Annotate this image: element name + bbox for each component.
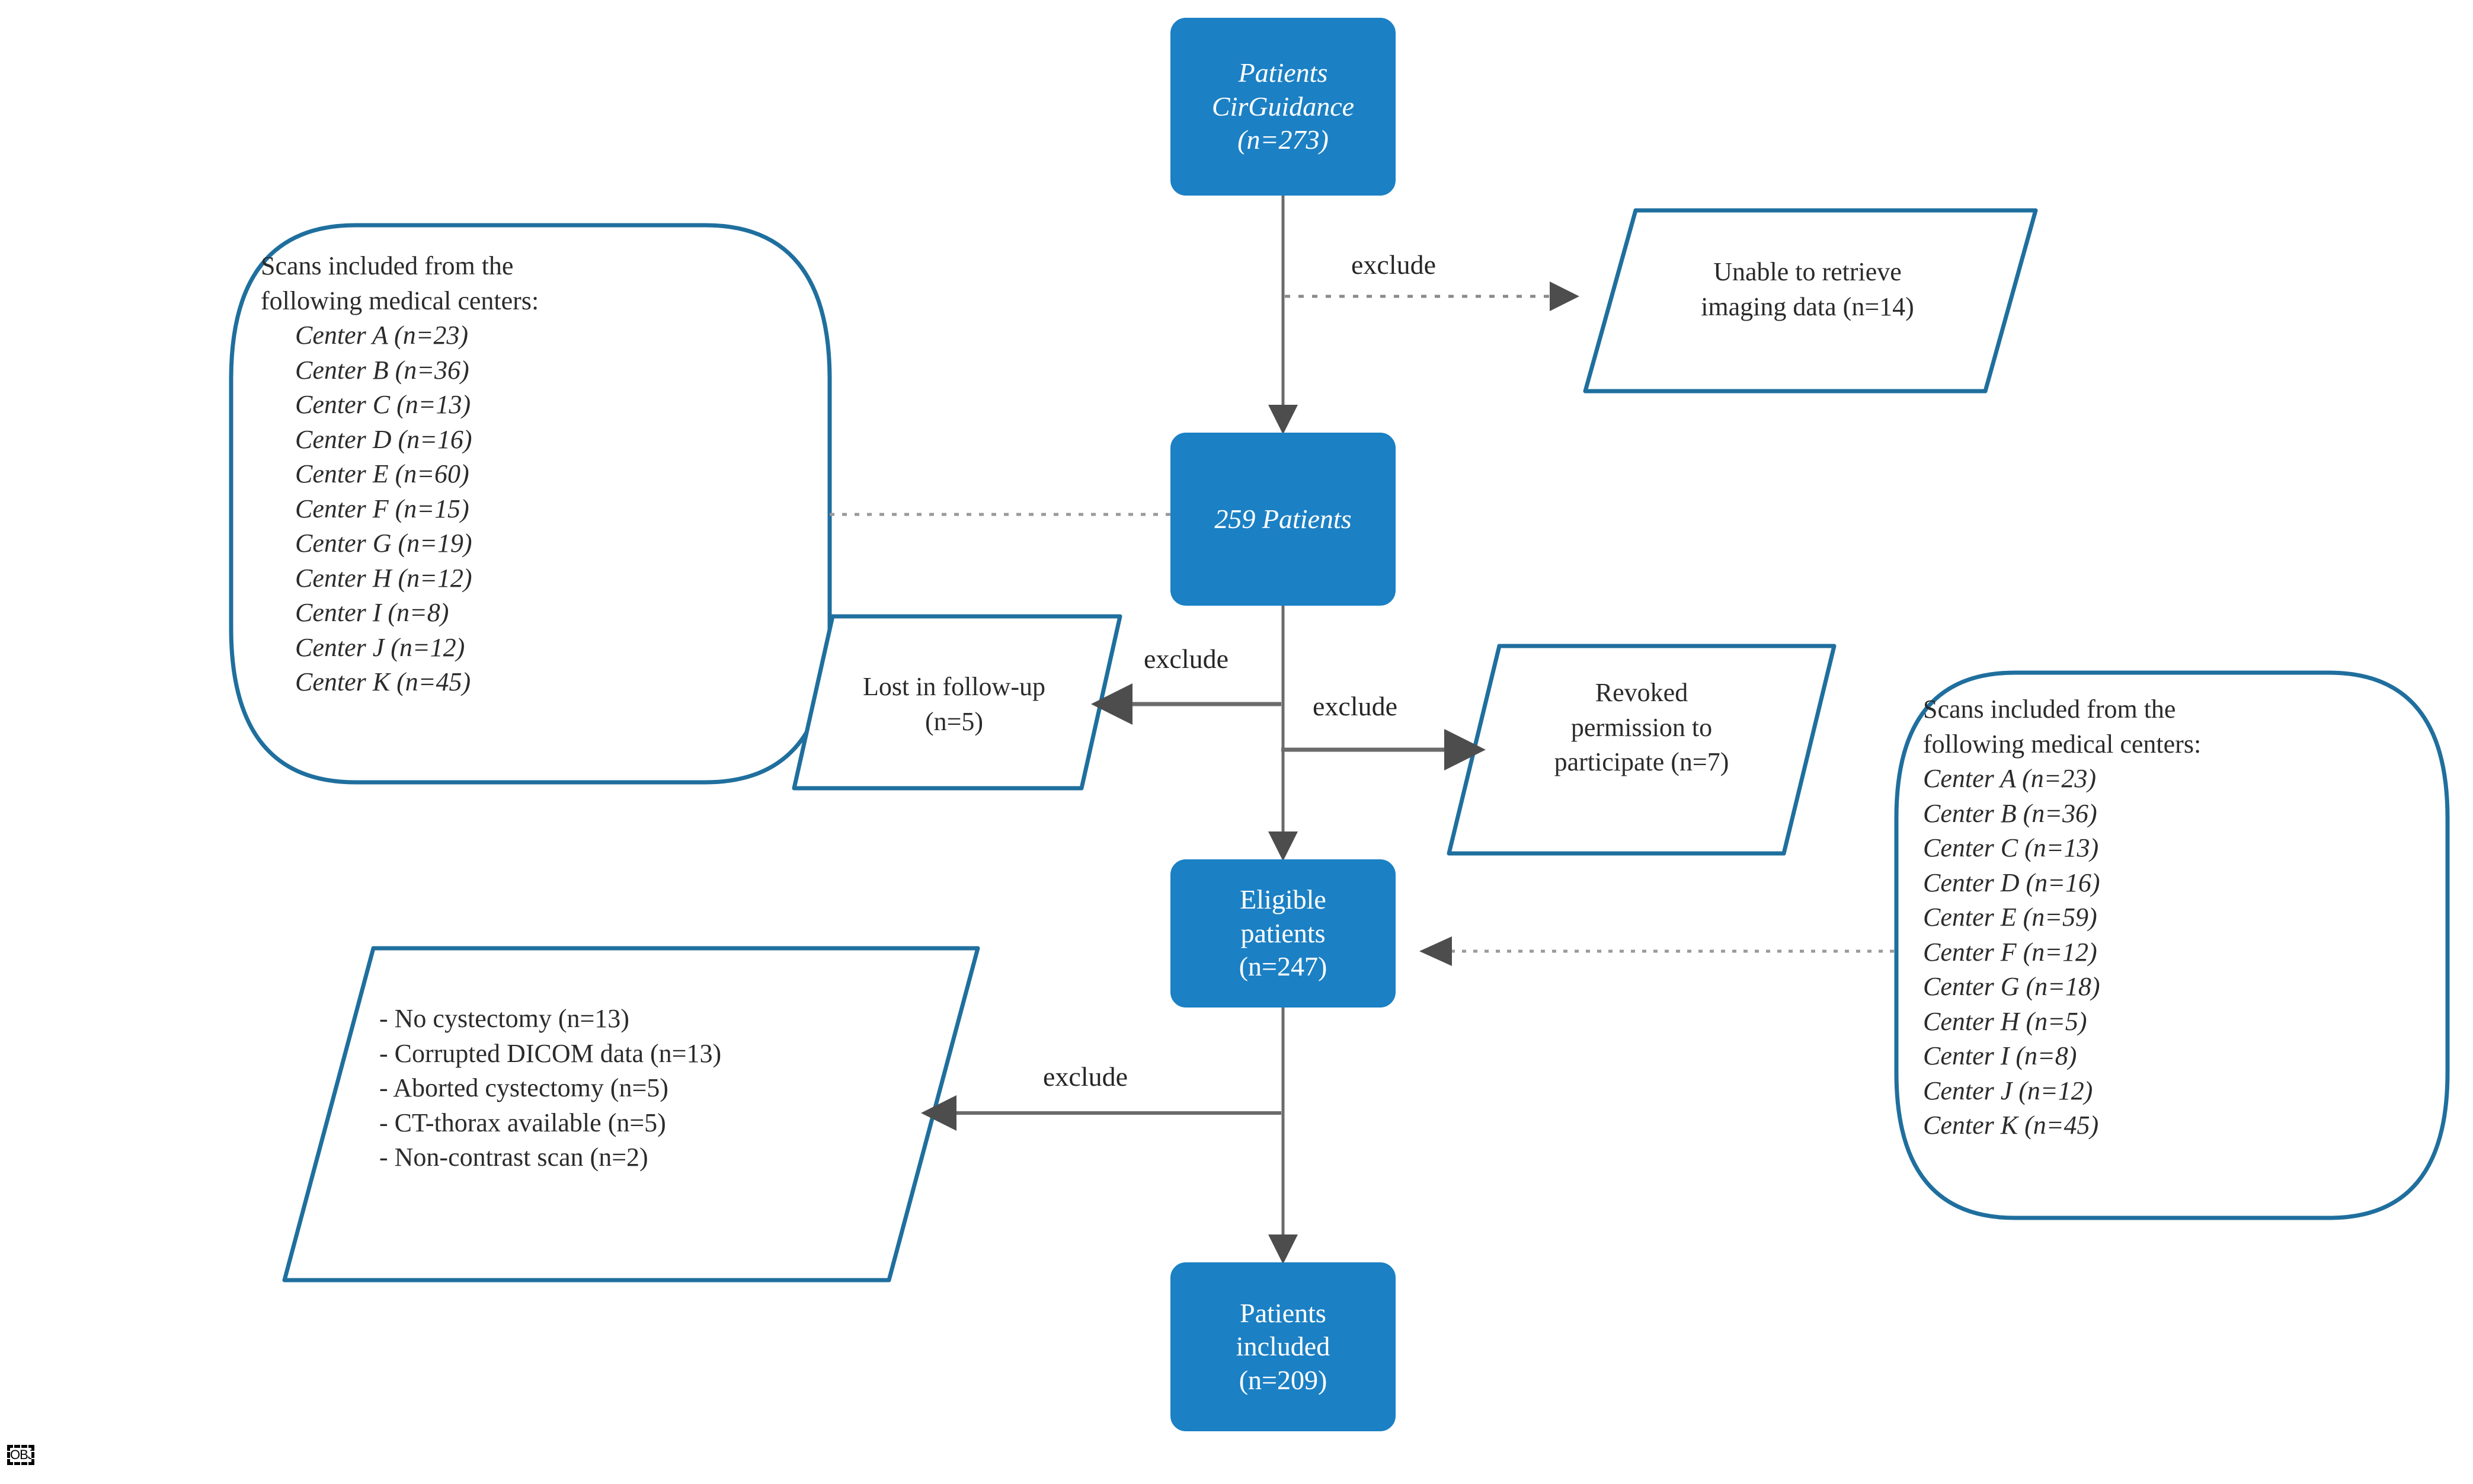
eligible-line2: patients	[1240, 917, 1326, 948]
excluded-reason-item: - CT-thorax available (n=5)	[379, 1108, 666, 1137]
right-center-row: Center K (n=45)	[1923, 1111, 2099, 1140]
right-center-row: Center G (n=18)	[1923, 972, 2100, 1002]
unable-retrieve-shape	[1583, 208, 2038, 394]
unable-retrieve-line1: Unable to retrieve	[1713, 257, 1902, 286]
revoked-line1: Revoked	[1595, 678, 1688, 707]
right-centers-heading-1: Scans included from the	[1923, 695, 2176, 724]
right-center-row: Center B (n=36)	[1923, 798, 2097, 828]
revoked-line2: permission to	[1570, 712, 1713, 742]
source-line1: Patients	[1238, 57, 1328, 88]
lost-followup-line1: Lost in follow-up	[863, 672, 1045, 701]
right-center-row: Center C (n=13)	[1923, 833, 2099, 863]
eligible-line1: Eligible	[1240, 884, 1326, 915]
unable-retrieve-text: Unable to retrieve imaging data (n=14)	[1594, 255, 2021, 324]
left-center-row: Center K (n=45)	[295, 667, 471, 697]
right-center-row: Center D (n=16)	[1923, 868, 2100, 897]
revoked-permission-text: Revoked permission to participate (n=7)	[1464, 676, 1819, 780]
left-centers-heading-1: Scans included from the	[261, 251, 514, 280]
obj-placeholder-icon: OBJ	[7, 1445, 34, 1465]
left-center-row: Center C (n=13)	[295, 390, 471, 420]
left-center-row: Center J (n=12)	[295, 632, 465, 662]
excluded-reasons-text: - No cystectomy (n=13) - Corrupted DICOM…	[379, 1002, 972, 1175]
right-center-row: Center J (n=12)	[1923, 1076, 2093, 1105]
node-eligible-patients[interactable]: Eligible patients (n=247)	[1170, 859, 1396, 1008]
left-center-row: Center B (n=36)	[295, 355, 469, 385]
left-center-row: Center H (n=12)	[295, 563, 472, 593]
right-centers-heading-2: following medical centers:	[1923, 729, 2202, 759]
excluded-reasons-shape	[282, 946, 980, 1282]
included-line3: (n=209)	[1239, 1364, 1327, 1395]
lost-followup-line2: (n=5)	[924, 706, 984, 736]
revoked-permission-shape	[1447, 644, 1837, 856]
left-center-row: Center A (n=23)	[295, 321, 469, 350]
edge-label-exclude-revoked: exclude	[1313, 691, 1398, 721]
revoked-line3: participate (n=7)	[1554, 747, 1729, 777]
right-center-row: Center I (n=8)	[1923, 1041, 2077, 1071]
eligible-line3: (n=247)	[1239, 951, 1327, 982]
included-line1: Patients	[1240, 1297, 1326, 1328]
lost-followup-text: Lost in follow-up (n=5)	[800, 670, 1108, 739]
left-centers-text: Scans included from the following medica…	[261, 249, 794, 700]
excluded-reason-item: - No cystectomy (n=13)	[379, 1004, 629, 1033]
right-center-row: Center H (n=5)	[1923, 1006, 2087, 1036]
edge-label-exclude-lost-followup: exclude	[1144, 644, 1229, 674]
left-center-row: Center F (n=15)	[295, 494, 469, 523]
left-center-row: Center D (n=16)	[295, 424, 472, 454]
right-centers-text: Scans included from the following medica…	[1923, 692, 2456, 1143]
node-patients-included[interactable]: Patients included (n=209)	[1170, 1262, 1396, 1431]
right-center-row: Center A (n=23)	[1923, 764, 2097, 794]
node-259-patients[interactable]: 259 Patients	[1170, 433, 1396, 606]
source-line3: (n=273)	[1237, 124, 1329, 155]
left-center-row: Center E (n=60)	[295, 459, 469, 489]
right-center-row: Center F (n=12)	[1923, 937, 2097, 967]
excluded-reason-item: - Corrupted DICOM data (n=13)	[379, 1038, 722, 1068]
node-source-patients[interactable]: Patients CirGuidance (n=273)	[1170, 18, 1396, 196]
excluded-reason-item: - Non-contrast scan (n=2)	[379, 1143, 648, 1172]
included-line2: included	[1236, 1331, 1330, 1362]
unable-retrieve-line2: imaging data (n=14)	[1701, 292, 1914, 321]
excluded-reason-item: - Aborted cystectomy (n=5)	[379, 1073, 668, 1103]
right-center-row: Center E (n=59)	[1923, 903, 2097, 932]
left-centers-container-shape	[229, 223, 832, 785]
left-center-row: Center I (n=8)	[295, 598, 449, 628]
left-center-row: Center G (n=19)	[295, 529, 472, 558]
right-centers-container-shape	[1894, 670, 2450, 1220]
lost-followup-shape	[792, 614, 1122, 791]
source-line2: CirGuidance	[1211, 91, 1355, 121]
patients-259-label: 259 Patients	[1214, 503, 1352, 534]
edge-label-exclude-reasons: exclude	[1043, 1061, 1128, 1092]
left-centers-heading-2: following medical centers:	[261, 286, 539, 315]
edge-label-exclude-top: exclude	[1351, 250, 1437, 280]
